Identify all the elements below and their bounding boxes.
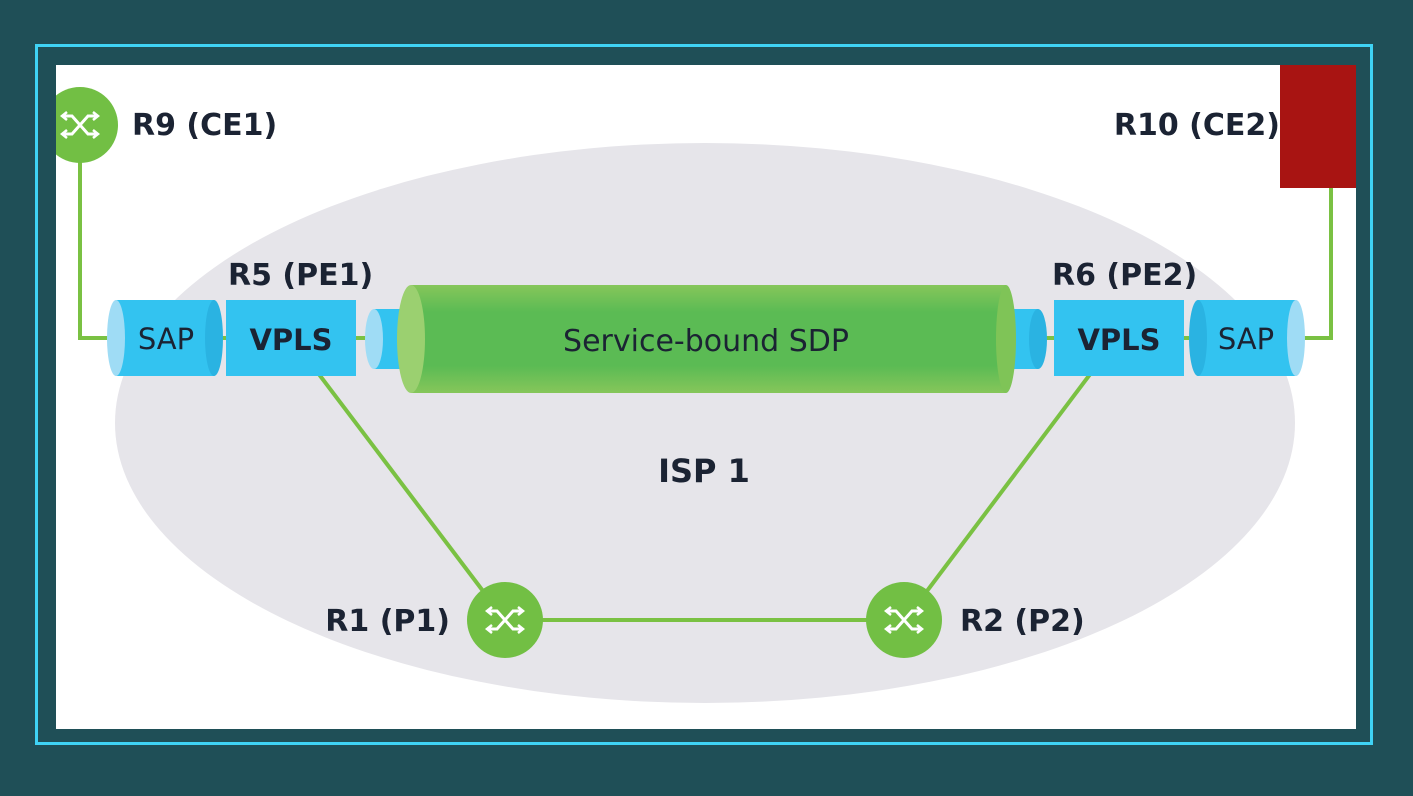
sap-right: SAP xyxy=(1189,300,1305,376)
vpls-right-label: VPLS xyxy=(1077,323,1160,357)
vpls-left-label: VPLS xyxy=(249,323,332,357)
vpls-right: VPLS xyxy=(1054,300,1184,376)
isp-cloud xyxy=(115,143,1295,703)
router-r9 xyxy=(56,87,118,163)
r1-label: R1 (P1) xyxy=(325,604,450,639)
network-diagram: SAP VPLS VPLS SAP Service-bound SDP ISP … xyxy=(56,87,1356,703)
sdp-tunnel: Service-bound SDP xyxy=(365,285,1047,393)
vpls-left: VPLS xyxy=(226,300,356,376)
red-tag xyxy=(1280,65,1356,188)
r10-label: R10 (CE2) xyxy=(1114,108,1280,143)
diagram-canvas: SAP VPLS VPLS SAP Service-bound SDP ISP … xyxy=(56,65,1356,729)
r9-label: R9 (CE1) xyxy=(132,108,277,143)
r5-label: R5 (PE1) xyxy=(228,258,373,293)
router-r1 xyxy=(467,582,543,658)
r2-label: R2 (P2) xyxy=(960,604,1085,639)
r6-label: R6 (PE2) xyxy=(1052,258,1197,293)
isp-label: ISP 1 xyxy=(658,452,750,490)
router-r2 xyxy=(866,582,942,658)
sap-left-label: SAP xyxy=(138,322,194,356)
link-r6-r2 xyxy=(922,371,1093,597)
link-r9-sap xyxy=(78,125,116,340)
sap-right-label: SAP xyxy=(1218,322,1274,356)
link-r10-sap xyxy=(1296,125,1333,340)
screen-frame xyxy=(35,44,1373,745)
sdp-label: Service-bound SDP xyxy=(563,324,849,359)
sap-left: SAP xyxy=(107,300,223,376)
link-r5-r1 xyxy=(316,371,488,597)
